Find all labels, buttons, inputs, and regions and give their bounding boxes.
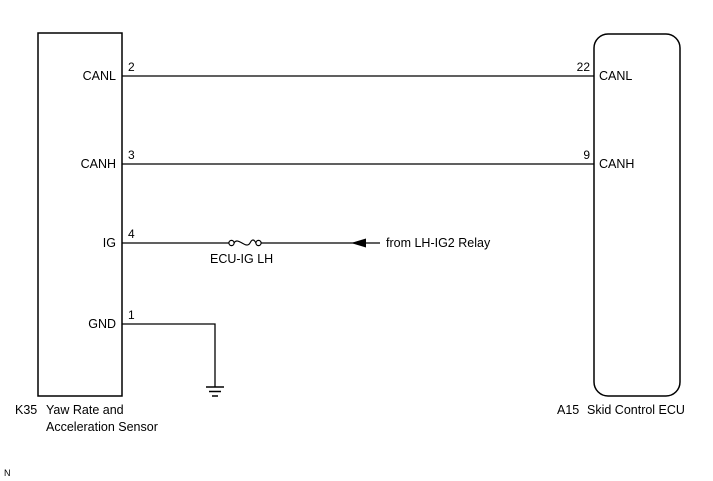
pin-number-canh-left: 3 <box>128 148 135 162</box>
skid-control-ecu-box <box>593 33 681 397</box>
pin-number-gnd: 1 <box>128 308 135 322</box>
yaw-rate-sensor-box <box>37 32 123 397</box>
pin-number-canh-right: 9 <box>583 148 590 162</box>
footer-mark: N <box>4 468 11 478</box>
terminal-label-canh-left: CANH <box>81 157 116 171</box>
right-component-name: Skid Control ECU <box>587 403 685 417</box>
left-component-name-line1: Yaw Rate and <box>46 403 124 417</box>
pin-number-ig: 4 <box>128 227 135 241</box>
right-component-code: A15 <box>557 403 579 417</box>
gnd-wire <box>122 323 216 387</box>
terminal-label-ig: IG <box>103 236 116 250</box>
terminal-label-canl-right: CANL <box>599 69 632 83</box>
pin-number-canl-left: 2 <box>128 60 135 74</box>
source-label: from LH-IG2 Relay <box>386 236 491 250</box>
left-component-name-line2: Acceleration Sensor <box>46 420 158 434</box>
terminal-label-canl-left: CANL <box>83 69 116 83</box>
pin-number-canl-right: 22 <box>577 60 591 74</box>
left-component-code: K35 <box>15 403 37 417</box>
arrow-left-icon <box>351 238 366 248</box>
ground-icon <box>206 386 224 397</box>
terminal-label-canh-right: CANH <box>599 157 634 171</box>
terminal-label-gnd: GND <box>88 317 116 331</box>
fuse-icon <box>228 239 262 247</box>
fuse-label: ECU-IG LH <box>210 252 273 266</box>
